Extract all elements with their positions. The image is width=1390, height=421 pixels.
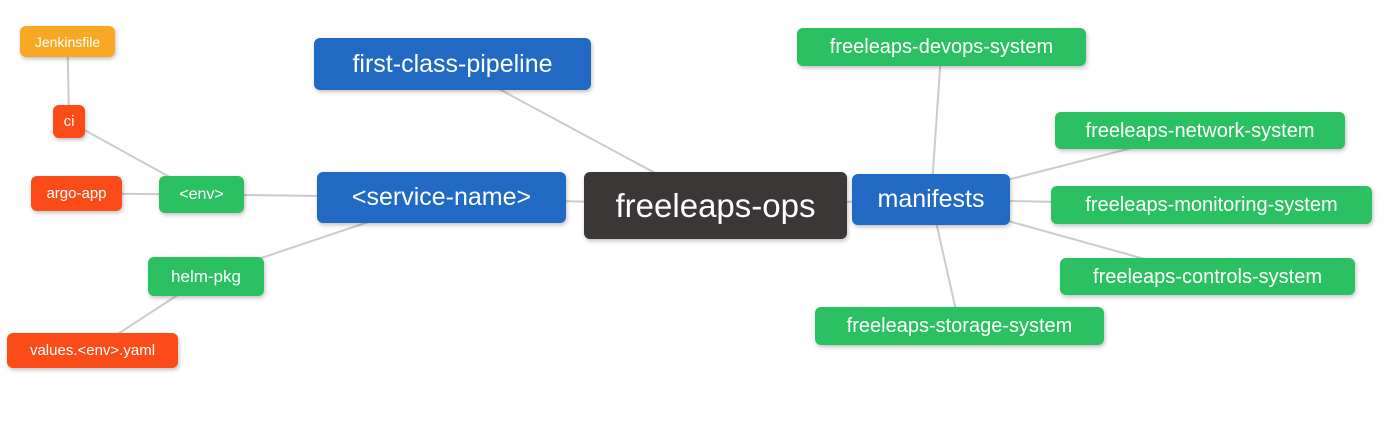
node-freeleaps-ops[interactable]: freeleaps-ops <box>584 172 847 239</box>
node-helm-pkg[interactable]: helm-pkg <box>148 257 264 296</box>
node-values-env-yaml[interactable]: values.<env>.yaml <box>7 333 178 368</box>
node-freeleaps-monitoring-system[interactable]: freeleaps-monitoring-system <box>1051 186 1372 224</box>
node-argo-app[interactable]: argo-app <box>31 176 122 211</box>
node-freeleaps-storage-system[interactable]: freeleaps-storage-system <box>815 307 1104 345</box>
node-freeleaps-controls-system[interactable]: freeleaps-controls-system <box>1060 258 1355 295</box>
node-env[interactable]: <env> <box>159 176 244 213</box>
node-first-class-pipeline[interactable]: first-class-pipeline <box>314 38 591 90</box>
node-ci[interactable]: ci <box>53 105 85 138</box>
node-manifests[interactable]: manifests <box>852 174 1010 225</box>
node-freeleaps-devops-system[interactable]: freeleaps-devops-system <box>797 28 1086 66</box>
node-service-name[interactable]: <service-name> <box>317 172 566 223</box>
node-freeleaps-network-system[interactable]: freeleaps-network-system <box>1055 112 1345 149</box>
node-jenkinsfile[interactable]: Jenkinsfile <box>20 26 115 57</box>
